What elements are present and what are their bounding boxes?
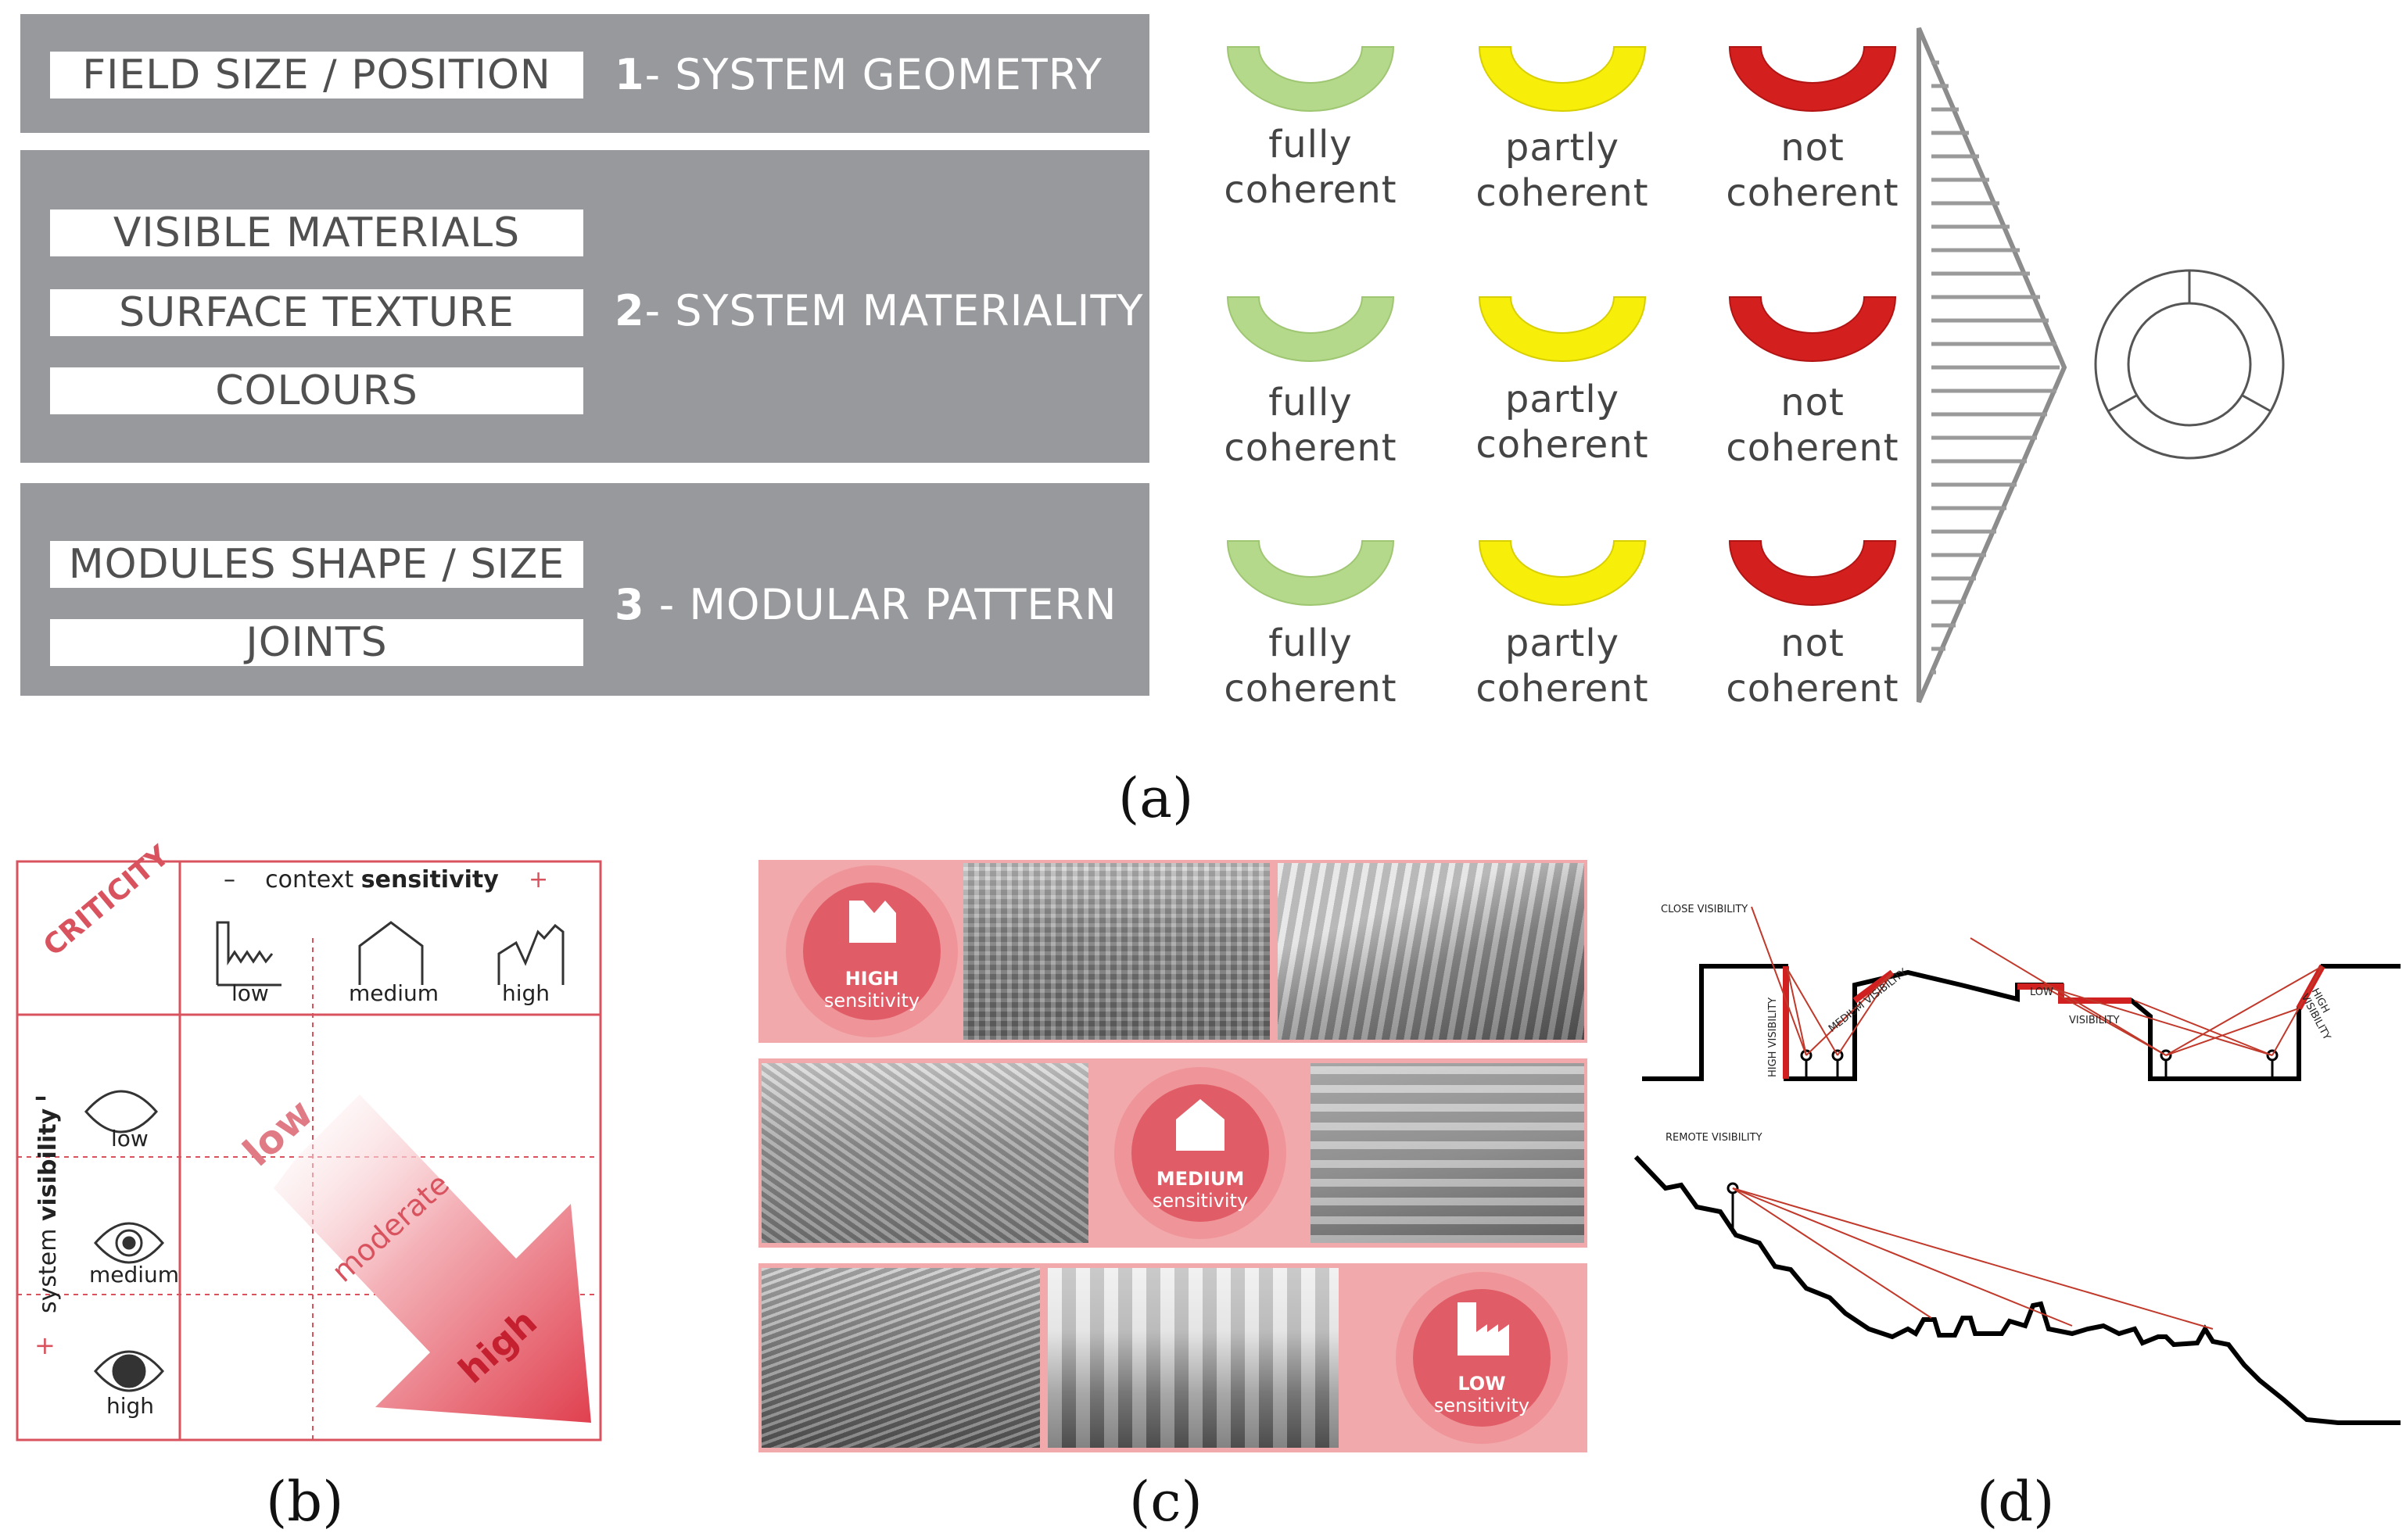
visibility-low-label: low (111, 1126, 149, 1151)
label-partly-coherent: partly coherent (1476, 621, 1649, 711)
coherence-arcs (1227, 46, 1896, 606)
visibility-plus: + (34, 1330, 56, 1360)
photo-historic-town (963, 863, 1270, 1040)
arc-fully-coherent (1227, 540, 1394, 606)
arc-not-coherent (1729, 46, 1896, 112)
visibility-eye-icons (84, 1090, 164, 1392)
criterion-modules-shape: MODULES SHAPE / SIZE (50, 541, 583, 588)
photo-suburban-area (762, 1063, 1088, 1243)
criterion-field-size: FIELD SIZE / POSITION (50, 52, 583, 98)
visibility-high-label: high (106, 1393, 155, 1419)
house-icon (1176, 1099, 1225, 1151)
caption-b: (b) (266, 1470, 344, 1534)
low-visibility-label: LOW (2030, 987, 2053, 998)
label-fully-coherent: fully coherent (1224, 123, 1397, 212)
photo-industrial-buildings (1048, 1268, 1339, 1448)
label-fully-coherent: fully coherent (1224, 621, 1397, 711)
visibility-medium-label: medium (89, 1262, 180, 1288)
label-partly-coherent: partly coherent (1476, 378, 1649, 467)
criterion-colours: COLOURS (50, 367, 583, 414)
arc-partly-coherent (1479, 540, 1646, 606)
medium-sensitivity-badge (1114, 1067, 1286, 1239)
photo-residential-blocks (1311, 1063, 1584, 1243)
sensitivity-low-label: low (231, 980, 269, 1006)
caption-d: (d) (1977, 1470, 2055, 1534)
system-materiality-label: 2- SYSTEM MATERIALITY (615, 286, 1144, 335)
system-geometry-label: 1- SYSTEM GEOMETRY (615, 50, 1103, 99)
arc-partly-coherent (1479, 296, 1646, 362)
criterion-visible-materials: VISIBLE MATERIALS (50, 210, 583, 256)
viewer-markers (1800, 1049, 2279, 1079)
label-partly-coherent: partly coherent (1476, 126, 1649, 215)
high-visibility-label: HIGH VISIBILITY (1767, 997, 1779, 1077)
system-visibility-title: system visibility (34, 1108, 62, 1313)
label-not-coherent: not coherent (1726, 126, 1899, 215)
sensitivity-high-label: high (502, 980, 550, 1006)
result-ring-icon (2094, 269, 2285, 460)
caption-c: (c) (1129, 1470, 1203, 1534)
caption-a: (a) (1118, 766, 1194, 830)
arc-not-coherent (1729, 296, 1896, 362)
arc-fully-coherent (1227, 46, 1394, 112)
remote-visibility-terrain (1634, 1155, 2401, 1425)
arc-fully-coherent (1227, 296, 1394, 362)
label-not-coherent: not coherent (1726, 621, 1899, 711)
triangle-hatching (1931, 60, 2060, 675)
visibility-label: VISIBILITY (2069, 1015, 2120, 1026)
high-sensitivity-badge (786, 865, 958, 1037)
visibility-section-diagram (1634, 906, 2401, 1425)
factory-icon (1458, 1302, 1509, 1356)
factory-icon (849, 901, 896, 943)
photo-railway-yard (762, 1268, 1040, 1448)
sensitivity-medium-label: medium (349, 980, 439, 1006)
criterion-joints: JOINTS (50, 619, 583, 666)
label-not-coherent: not coherent (1726, 381, 1899, 470)
sensitivity-icons (216, 921, 565, 987)
aggregation-triangle (1917, 27, 2067, 704)
remote-visibility-label: REMOTE VISIBILITY (1666, 1132, 1762, 1144)
criterion-surface-texture: SURFACE TEXTURE (50, 289, 583, 336)
arc-partly-coherent (1479, 46, 1646, 112)
low-sensitivity-badge (1396, 1272, 1568, 1444)
criticity-matrix (16, 860, 602, 1442)
close-visibility-terrain (1642, 964, 2401, 1081)
visibility-minus: – (34, 1082, 47, 1112)
modular-pattern-label: 3 - MODULAR PATTERN (615, 580, 1117, 629)
arc-not-coherent (1729, 540, 1896, 606)
context-sensitivity-title: – context sensitivity + (224, 866, 549, 894)
photo-lakeside-village (1278, 863, 1584, 1040)
sight-lines (1751, 906, 2323, 1056)
close-visibility-label: CLOSE VISIBILITY (1661, 904, 1748, 915)
label-fully-coherent: fully coherent (1224, 381, 1397, 470)
